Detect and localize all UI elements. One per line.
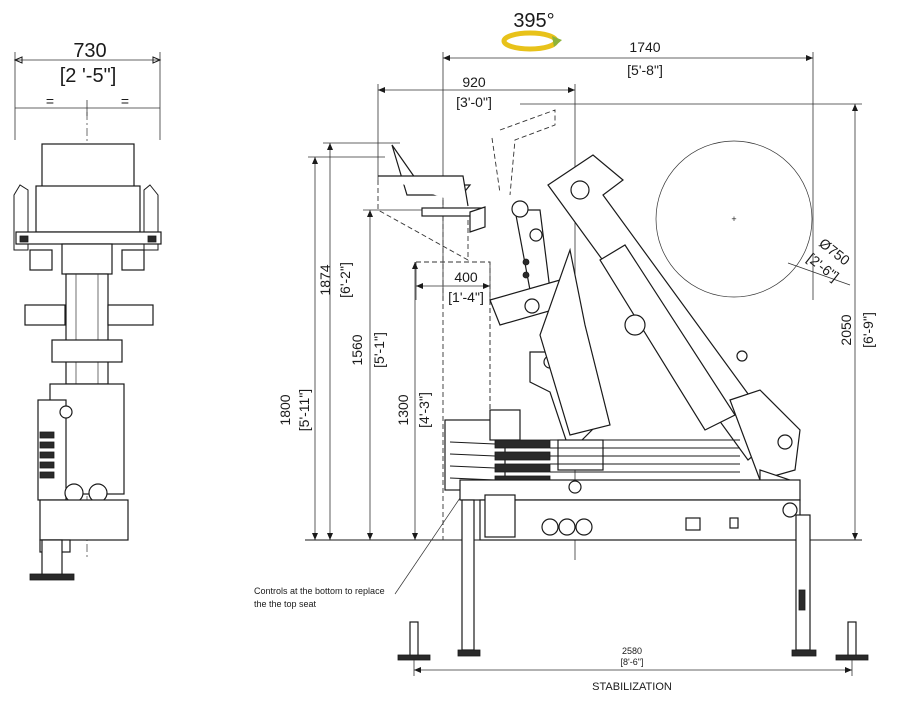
dim-1800-ft: [5'-11"] (296, 389, 312, 431)
dim-1300: 1300 [4'-3"] (395, 262, 432, 540)
dim-1740-mm: 1740 (629, 39, 660, 55)
dim-1560-mm: 1560 (349, 334, 365, 365)
front-width-mm: 730 (73, 40, 106, 62)
dim-1740-ft: [5'-8"] (627, 62, 663, 78)
dim-2050-ft: [6'-9"] (860, 312, 876, 348)
equal-mark-right: = (121, 93, 129, 109)
dim-2580: 2580 [8'-6"] STABILIZATION (413, 646, 853, 693)
dim-2580-ft: [8'-6"] (621, 657, 644, 667)
rotation-arrow-icon (501, 30, 562, 52)
dim-1874-mm: 1874 (317, 264, 333, 295)
dim-400: 400 [1'-4"] (415, 262, 491, 305)
dim-920-ft: [3'-0"] (456, 94, 492, 110)
front-width-ft: [2 '-5"] (60, 65, 117, 87)
dim-2050-mm: 2050 (838, 314, 854, 345)
dim-400-ft: [1'-4"] (448, 289, 484, 305)
bottom-controls-note: Controls at the bottom to replace the th… (254, 497, 461, 609)
dim-1800-mm: 1800 (277, 394, 293, 425)
outrigger-left (397, 499, 481, 661)
operator-seat (378, 144, 486, 233)
dim-1874: 1874 [6'-2"] (317, 142, 400, 540)
circle-center-mark: + (731, 214, 736, 224)
note-line-2: the the top seat (254, 599, 317, 609)
front-column (24, 243, 154, 553)
valve-bank-front (39, 431, 55, 479)
dim-1560-ft: [5'-1"] (371, 332, 387, 368)
front-stabilizer-foot (29, 539, 75, 581)
rotation-value: 395° (513, 10, 554, 32)
stabilization-label: STABILIZATION (592, 681, 672, 693)
crane-column (489, 200, 611, 471)
dim-1800: 1800 [5'-11"] (277, 156, 385, 540)
dim-400-mm: 400 (454, 269, 478, 285)
dim-1300-mm: 1300 (395, 394, 411, 425)
dim-1560: 1560 [5'-1"] (349, 209, 430, 540)
outrigger-right (791, 514, 869, 661)
dim-1874-ft: [6'-2"] (337, 262, 353, 298)
note-line-1: Controls at the bottom to replace (254, 586, 385, 596)
dim-2580-mm: 2580 (622, 646, 642, 656)
rotation-indicator: 395° (501, 10, 562, 52)
lower-controls (444, 409, 740, 491)
front-view: 730 [2 '-5"] = = (13, 40, 162, 581)
dim-2050: 2050 [6'-9"] (520, 103, 876, 540)
load-envelope-circle: + Ø750 [2'-6"] (655, 140, 853, 298)
equal-mark-left: = (46, 93, 54, 109)
side-view: 1740 [5'-8"] 920 [3'-0"] 400 [1'-4"] 180… (254, 39, 876, 693)
front-width-dimension: 730 [2 '-5"] = = (13, 40, 162, 140)
front-seat (13, 143, 162, 251)
dim-920-mm: 920 (462, 74, 486, 90)
base-frame (459, 479, 801, 541)
dim-1740: 1740 [5'-8"] (442, 39, 814, 300)
dim-1300-ft: [4'-3"] (416, 392, 432, 428)
